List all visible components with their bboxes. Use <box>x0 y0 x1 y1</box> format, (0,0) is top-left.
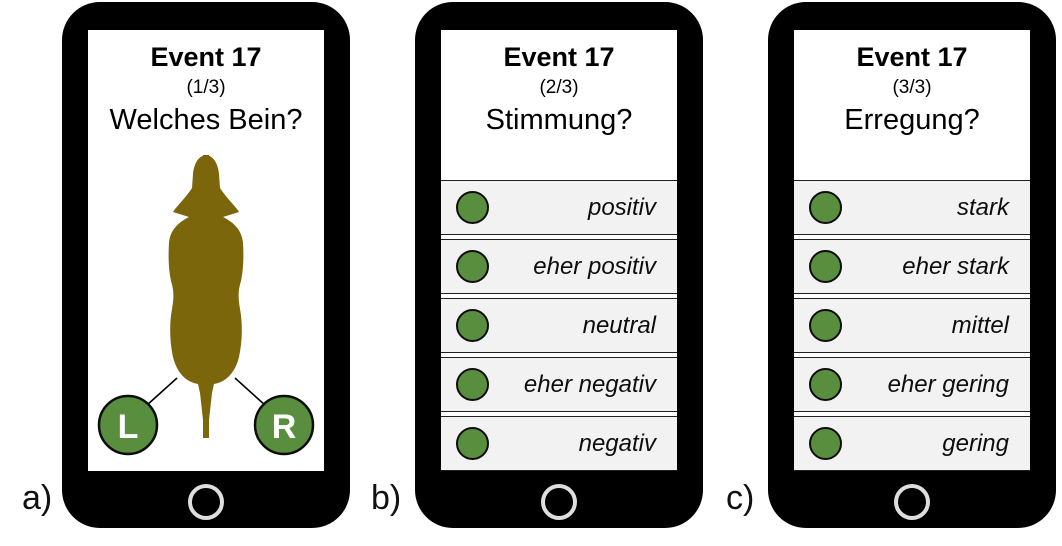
radio-circle-icon[interactable] <box>809 368 842 401</box>
radio-circle-icon[interactable] <box>456 250 489 283</box>
home-button[interactable] <box>541 484 577 520</box>
survey-header: Event 17 (3/3) Erregung? <box>794 30 1030 179</box>
event-title: Event 17 <box>150 42 262 72</box>
step-indicator: (1/3) <box>186 77 226 98</box>
option-label: positiv <box>587 193 656 221</box>
phone-frame-a: Event 17 (1/3) Welches Bein? L <box>62 2 350 528</box>
leg-button-left[interactable]: L <box>97 394 159 456</box>
option-label: eher positiv <box>533 252 656 280</box>
options-list: positiv eher positiv neutral eher negati… <box>441 180 677 471</box>
options-list: stark eher stark mittel eher gering geri… <box>794 180 1030 471</box>
radio-circle-icon[interactable] <box>809 309 842 342</box>
option-label: neutral <box>582 311 656 339</box>
radio-circle-icon[interactable] <box>456 191 489 224</box>
option-row-positiv[interactable]: positiv <box>441 180 677 235</box>
event-title: Event 17 <box>856 42 968 72</box>
question-text: Welches Bein? <box>109 104 303 136</box>
radio-circle-icon[interactable] <box>456 368 489 401</box>
phone-frame-c: Event 17 (3/3) Erregung? stark eher star… <box>768 2 1056 528</box>
option-label: mittel <box>951 311 1009 339</box>
radio-circle-icon <box>253 394 315 456</box>
option-row-eher-gering[interactable]: eher gering <box>794 357 1030 412</box>
home-button[interactable] <box>894 484 930 520</box>
option-label: eher stark <box>902 252 1009 280</box>
option-label: eher gering <box>887 370 1009 398</box>
option-label: negativ <box>578 429 656 457</box>
option-row-eher-positiv[interactable]: eher positiv <box>441 239 677 294</box>
phone-screen-b: Event 17 (2/3) Stimmung? positiv eher po… <box>441 30 677 471</box>
question-text: Stimmung? <box>485 104 633 136</box>
option-row-gering[interactable]: gering <box>794 416 1030 471</box>
panel-label-c: c) <box>726 479 755 517</box>
option-row-mittel[interactable]: mittel <box>794 298 1030 353</box>
leg-picker: L R <box>97 155 315 456</box>
panel-label-a: a) <box>22 479 53 517</box>
survey-header: Event 17 (2/3) Stimmung? <box>441 30 677 179</box>
option-label: gering <box>942 429 1009 457</box>
option-row-neutral[interactable]: neutral <box>441 298 677 353</box>
option-row-eher-stark[interactable]: eher stark <box>794 239 1030 294</box>
option-row-negativ[interactable]: negativ <box>441 416 677 471</box>
phone-frame-b: Event 17 (2/3) Stimmung? positiv eher po… <box>415 2 703 528</box>
radio-circle-icon[interactable] <box>456 309 489 342</box>
leg-button-right[interactable]: R <box>253 394 315 456</box>
phone-screen-a: Event 17 (1/3) Welches Bein? L <box>88 30 324 471</box>
radio-circle-icon[interactable] <box>809 191 842 224</box>
horse-top-view-icon <box>168 155 244 438</box>
leg-button-left-label: L <box>118 408 139 446</box>
question-text: Erregung? <box>844 104 980 136</box>
option-label: eher negativ <box>523 370 656 398</box>
panel-label-b: b) <box>371 479 402 517</box>
radio-circle-icon[interactable] <box>456 427 489 460</box>
option-row-eher-negativ[interactable]: eher negativ <box>441 357 677 412</box>
home-button[interactable] <box>188 484 224 520</box>
phone-screen-c: Event 17 (3/3) Erregung? stark eher star… <box>794 30 1030 471</box>
option-label: stark <box>956 193 1009 221</box>
option-row-stark[interactable]: stark <box>794 180 1030 235</box>
radio-circle-icon[interactable] <box>809 427 842 460</box>
leg-button-right-label: R <box>272 408 297 446</box>
step-indicator: (2/3) <box>539 77 579 98</box>
radio-circle-icon <box>97 394 159 456</box>
radio-circle-icon[interactable] <box>809 250 842 283</box>
event-title: Event 17 <box>503 42 615 72</box>
survey-header: Event 17 (1/3) Welches Bein? <box>88 30 324 139</box>
step-indicator: (3/3) <box>892 77 932 98</box>
